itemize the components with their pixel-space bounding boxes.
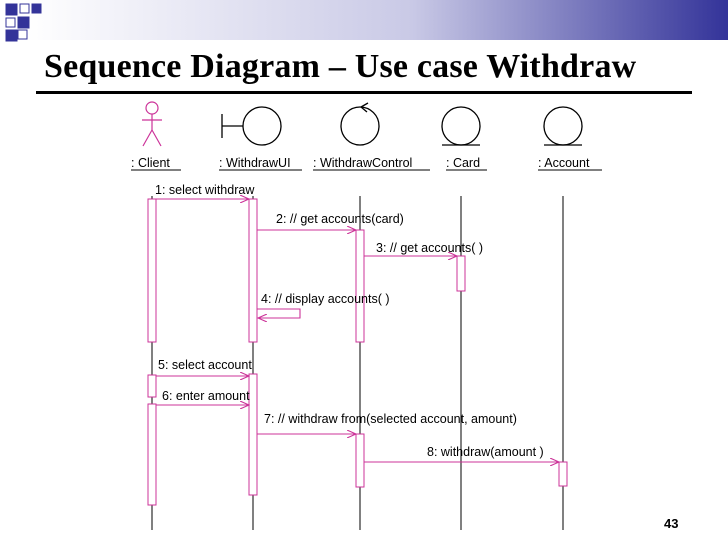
activation-bar bbox=[147, 374, 157, 398]
entity-icon bbox=[441, 106, 481, 146]
message-label: 8: withdraw(amount ) bbox=[427, 445, 544, 459]
activation-bar bbox=[355, 229, 365, 343]
message-label: 7: // withdraw from(selected account, am… bbox=[264, 412, 517, 426]
message-label: 1: select withdraw bbox=[155, 183, 255, 197]
entity-icon bbox=[543, 106, 583, 146]
message-label: 5: select account bbox=[158, 358, 252, 372]
participant-label: : Card bbox=[446, 156, 480, 170]
activation-bar bbox=[248, 373, 258, 496]
message-label: 2: // get accounts(card) bbox=[276, 212, 404, 226]
header-checker-icon bbox=[5, 3, 42, 42]
message-label: 3: // get accounts( ) bbox=[376, 241, 483, 255]
actor-icon bbox=[142, 101, 162, 147]
slide-title: Sequence Diagram – Use case Withdraw bbox=[44, 48, 637, 85]
activation-bar bbox=[248, 198, 258, 343]
boundary-icon bbox=[221, 106, 282, 146]
message-arrow bbox=[257, 308, 301, 318]
message-label: 4: // display accounts( ) bbox=[261, 292, 390, 306]
activation-bar bbox=[355, 433, 365, 488]
control-icon bbox=[340, 102, 380, 146]
participant-label: : Client bbox=[131, 156, 170, 170]
participant-label: : Account bbox=[538, 156, 590, 170]
participant-label: : WithdrawUI bbox=[219, 156, 291, 170]
activation-bar bbox=[456, 255, 466, 292]
activation-bar bbox=[147, 403, 157, 506]
title-underline bbox=[36, 91, 692, 94]
activation-bar bbox=[147, 198, 157, 343]
header-gradient-bar bbox=[26, 0, 728, 40]
activation-bar bbox=[558, 461, 568, 487]
page-number: 43 bbox=[664, 516, 679, 531]
participant-label: : WithdrawControl bbox=[313, 156, 412, 170]
message-label: 6: enter amount bbox=[162, 389, 250, 403]
